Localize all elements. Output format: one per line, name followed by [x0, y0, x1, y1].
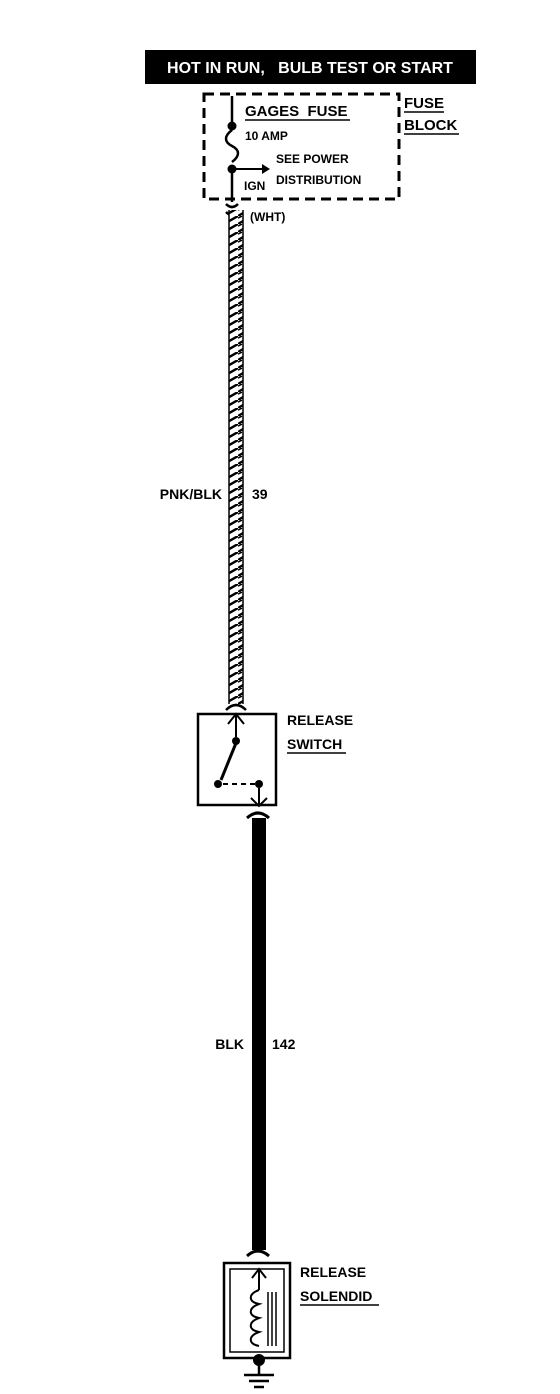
see-power-line1: SEE POWER	[276, 152, 349, 166]
release-switch-label-line1: RELEASE	[287, 712, 353, 728]
ign-label: IGN	[244, 179, 265, 193]
terminal-color-label: (WHT)	[250, 210, 285, 224]
fuse-name: GAGES FUSE	[245, 103, 348, 120]
banner-text: HOT IN RUN, BULB TEST OR START	[167, 60, 453, 77]
wire-lower-color: BLK	[215, 1036, 244, 1052]
release-solenoid-label-line2: SOLENDID	[300, 1288, 372, 1304]
fuse-block-label-line2: BLOCK	[404, 117, 457, 134]
release-solenoid-label-line1: RELEASE	[300, 1264, 366, 1280]
ground-symbol	[244, 1354, 274, 1389]
wire-lower-circuit: 142	[272, 1036, 296, 1052]
wire-pnk-blk-39	[225, 203, 247, 711]
release-switch-label-line2: SWITCH	[287, 736, 342, 752]
gages-fuse-symbol	[224, 96, 270, 202]
wire-upper-circuit: 39	[252, 486, 268, 502]
fuse-rating: 10 AMP	[245, 129, 288, 143]
release-solenoid: RELEASE SOLENDID	[222, 1261, 379, 1360]
release-switch: RELEASE SWITCH	[196, 712, 353, 808]
power-source-banner: HOT IN RUN, BULB TEST OR START	[145, 50, 476, 84]
fuse-block-label-line1: FUSE	[404, 95, 444, 112]
wire-blk-142	[245, 811, 271, 1258]
wire-upper-color: PNK/BLK	[160, 486, 222, 502]
fuse-block: FUSE BLOCK GAGES FUSE 10 AMP SEE POWER D…	[202, 92, 459, 224]
see-power-line2: DISTRIBUTION	[276, 173, 361, 187]
